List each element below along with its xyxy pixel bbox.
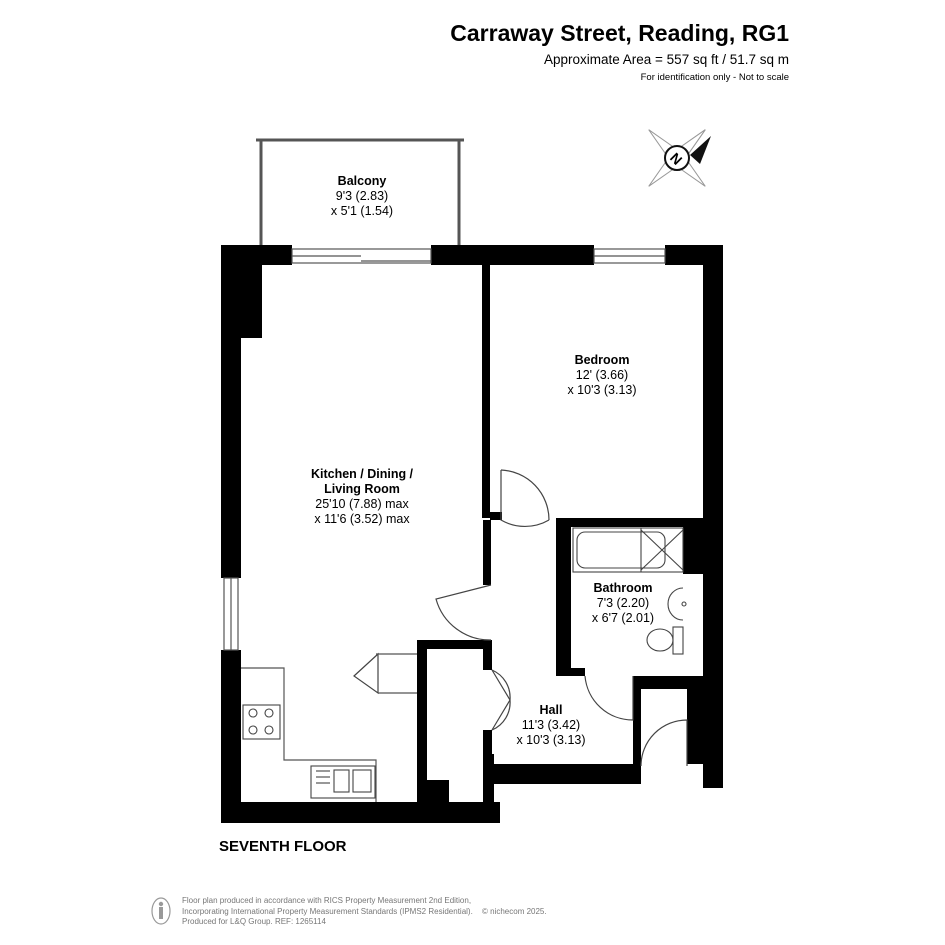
windows bbox=[223, 248, 666, 651]
living-room-name-1: Kitchen / Dining / bbox=[310, 467, 414, 481]
balcony-dim-2: x 5'1 (1.54) bbox=[330, 204, 394, 218]
living-room-dim-2: x 11'6 (3.52) max bbox=[314, 512, 410, 526]
bedroom-name: Bedroom bbox=[574, 353, 630, 367]
living-room-name-2: Living Room bbox=[324, 482, 400, 496]
basin-icon bbox=[667, 587, 687, 621]
balcony-label: Balcony 9'3 (2.83) x 5'1 (1.54) bbox=[331, 174, 393, 219]
hall-dim-2: x 10'3 (3.13) bbox=[516, 733, 586, 747]
north-arrow-icon bbox=[690, 136, 711, 164]
bedroom-label: Bedroom 12' (3.66) x 10'3 (3.13) bbox=[567, 353, 636, 398]
balcony-name: Balcony bbox=[337, 174, 387, 188]
bath-icon bbox=[572, 527, 684, 573]
sink-icon bbox=[310, 765, 376, 799]
footer-copyright: © nichecom 2025. bbox=[482, 906, 547, 916]
hall-dim-1: 11'3 (3.42) bbox=[521, 718, 581, 732]
bedroom-dim-1: 12' (3.66) bbox=[575, 368, 629, 382]
bathroom-dim-1: 7'3 (2.20) bbox=[596, 596, 650, 610]
doors bbox=[353, 469, 688, 767]
plan-title: Carraway Street, Reading, RG1 bbox=[450, 20, 789, 46]
floor-label: SEVENTH FLOOR bbox=[219, 838, 347, 855]
walls bbox=[221, 245, 723, 823]
bathroom-label: Bathroom 7'3 (2.20) x 6'7 (2.01) bbox=[592, 581, 654, 626]
living-room-label: Kitchen / Dining / Living Room 25'10 (7.… bbox=[311, 467, 413, 527]
hob-icon bbox=[242, 704, 281, 740]
bathroom-name: Bathroom bbox=[593, 581, 653, 595]
scale-note: For identification only - Not to scale bbox=[640, 72, 789, 83]
rics-person-icon bbox=[151, 897, 171, 925]
footer-line-2: Incorporating International Property Mea… bbox=[182, 906, 473, 916]
bedroom-dim-2: x 10'3 (3.13) bbox=[567, 383, 637, 397]
kitchen-worktop bbox=[241, 653, 417, 802]
toilet-icon bbox=[646, 626, 684, 655]
hall-name: Hall bbox=[539, 703, 563, 717]
hall-label: Hall 11'3 (3.42) x 10'3 (3.13) bbox=[516, 703, 585, 748]
compass-ring-icon bbox=[664, 145, 690, 171]
bathroom-dim-2: x 6'7 (2.01) bbox=[591, 611, 655, 625]
balcony-dim-1: 9'3 (2.83) bbox=[335, 189, 389, 203]
footer-line-3: Produced for L&Q Group. REF: 1265114 bbox=[182, 917, 326, 926]
living-room-dim-1: 25'10 (7.88) max bbox=[315, 497, 409, 511]
approximate-area: Approximate Area = 557 sq ft / 51.7 sq m bbox=[543, 52, 789, 67]
footer-note: Floor plan produced in accordance with R… bbox=[182, 896, 547, 928]
balcony-outline bbox=[256, 138, 464, 245]
footer-line-1: Floor plan produced in accordance with R… bbox=[182, 896, 472, 905]
